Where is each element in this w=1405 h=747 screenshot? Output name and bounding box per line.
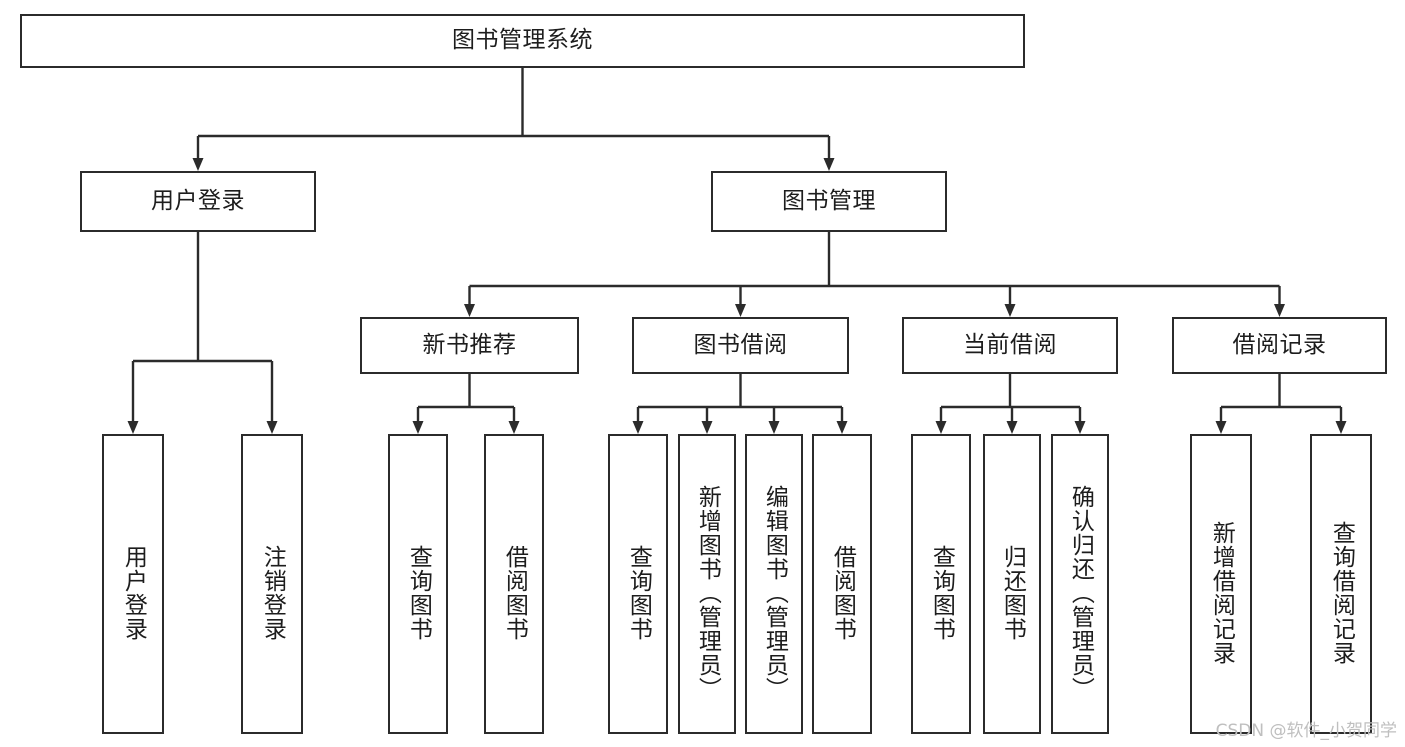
connector-arrowhead: [1004, 304, 1016, 317]
node-label: 当前借阅: [963, 331, 1057, 358]
connector-arrowhead: [127, 421, 139, 434]
node-records[interactable]: 借阅记录: [1172, 317, 1387, 374]
node-label: 归还图书: [999, 545, 1026, 641]
connector-arrowhead: [1215, 421, 1227, 434]
watermark-text: CSDN @软件_小贺同学: [1215, 721, 1397, 741]
connector-arrowhead: [412, 421, 424, 434]
node-label: 注销登录: [259, 545, 286, 641]
node-login[interactable]: 用户登录: [80, 171, 316, 232]
node-leaf-edit-book[interactable]: 编辑图书（管理员）: [745, 434, 803, 734]
node-label: 图书管理系统: [452, 27, 593, 54]
node-leaf-add-book[interactable]: 新增图书（管理员）: [678, 434, 736, 734]
node-root[interactable]: 图书管理系统: [20, 14, 1025, 68]
connector-arrowhead: [1006, 421, 1018, 434]
node-newbook[interactable]: 新书推荐: [360, 317, 579, 374]
node-current[interactable]: 当前借阅: [902, 317, 1118, 374]
node-leaf-add-record[interactable]: 新增借阅记录: [1190, 434, 1252, 734]
connector-arrowhead: [768, 421, 780, 434]
node-label: 新增借阅记录: [1208, 521, 1235, 665]
node-leaf-borrow-book-2[interactable]: 借阅图书: [812, 434, 872, 734]
node-label: 新增图书（管理员）: [694, 485, 721, 701]
node-label: 借阅记录: [1232, 331, 1327, 358]
node-leaf-query-book-1[interactable]: 查询图书: [388, 434, 448, 734]
connector-arrowhead: [192, 158, 204, 171]
node-label: 图书管理: [782, 187, 876, 214]
node-label: 图书借阅: [693, 331, 788, 358]
node-leaf-user-login[interactable]: 用户登录: [102, 434, 164, 734]
connector-arrowhead: [1274, 304, 1285, 317]
node-leaf-query-record[interactable]: 查询借阅记录: [1310, 434, 1372, 734]
connector-arrowhead: [632, 421, 644, 434]
node-label: 查询图书: [928, 545, 955, 641]
node-leaf-borrow-book-1[interactable]: 借阅图书: [484, 434, 544, 734]
node-leaf-logout[interactable]: 注销登录: [241, 434, 303, 734]
connector-arrowhead: [935, 421, 947, 434]
node-label: 确认归还（管理员）: [1067, 485, 1094, 701]
connector-arrowhead: [1335, 421, 1347, 434]
node-bookmgmt[interactable]: 图书管理: [711, 171, 947, 232]
node-label: 借阅图书: [501, 545, 528, 641]
connector-arrowhead: [1074, 421, 1086, 434]
connector-arrowhead: [836, 421, 848, 434]
connector-arrowhead: [464, 304, 475, 317]
node-label: 用户登录: [120, 545, 147, 641]
node-label: 查询图书: [625, 545, 652, 641]
connector-arrowhead: [823, 158, 835, 171]
node-label: 新书推荐: [422, 331, 517, 358]
node-label: 查询图书: [405, 545, 432, 641]
connector-arrowhead: [735, 304, 746, 317]
node-leaf-query-book-3[interactable]: 查询图书: [911, 434, 971, 734]
node-label: 借阅图书: [829, 545, 856, 641]
node-leaf-query-book-2[interactable]: 查询图书: [608, 434, 668, 734]
node-leaf-confirm-return[interactable]: 确认归还（管理员）: [1051, 434, 1109, 734]
node-label: 编辑图书（管理员）: [761, 485, 788, 701]
node-label: 用户登录: [151, 187, 245, 214]
connector-arrowhead: [266, 421, 278, 434]
node-label: 查询借阅记录: [1328, 521, 1355, 665]
connector-arrowhead: [508, 421, 520, 434]
connector-arrowhead: [701, 421, 713, 434]
node-borrow[interactable]: 图书借阅: [632, 317, 849, 374]
node-leaf-return-book[interactable]: 归还图书: [983, 434, 1041, 734]
